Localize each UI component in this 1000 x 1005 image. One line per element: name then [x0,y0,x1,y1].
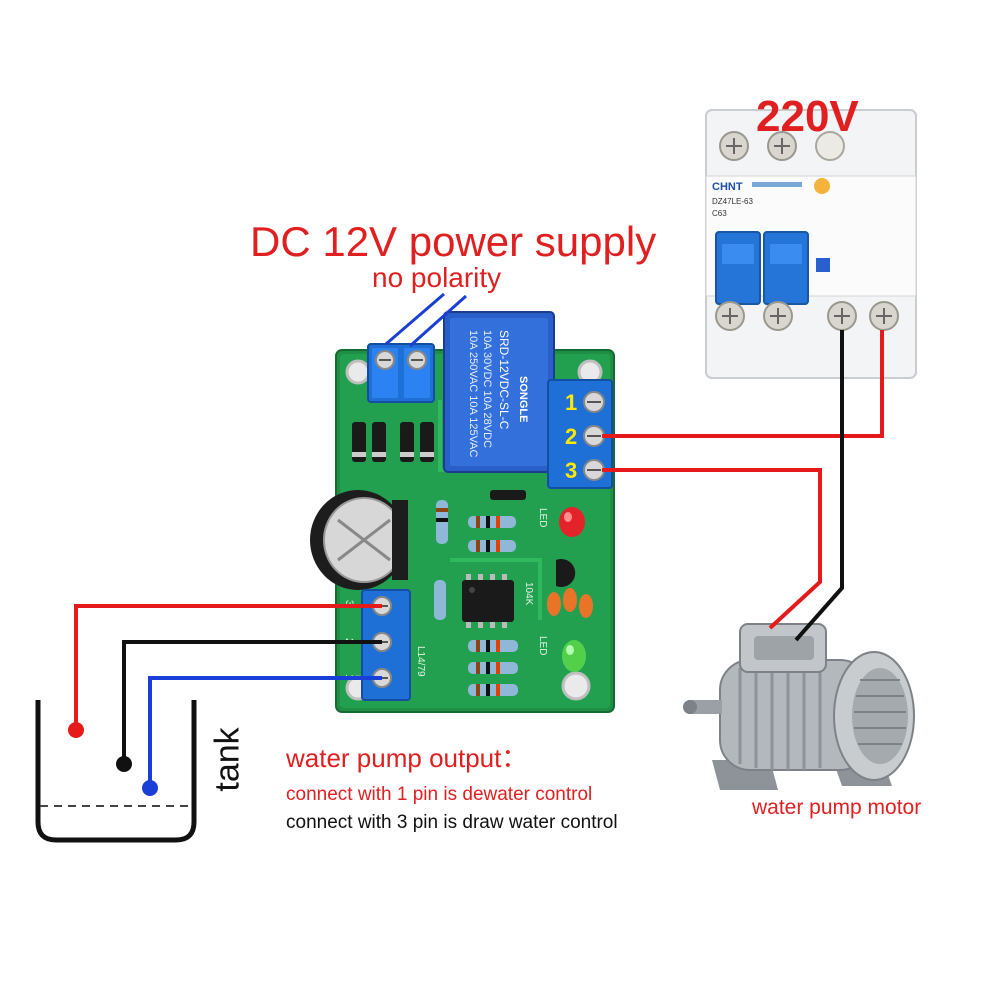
polarity-label: no polarity [372,262,502,293]
cap-code-label: 104K [523,582,534,606]
sensor-pin-3-label: 3 [343,600,355,606]
relay-brand: SONGLE [517,376,529,422]
relay-output-terminal [547,379,613,489]
motor-label: water pump motor [752,796,922,819]
wires [74,292,884,786]
ceramic-capacitors: 104K [523,582,593,618]
transistor [556,559,576,587]
relay-rating-2: 10A 30VDC 10A 28VDC [481,330,493,448]
water-tank [35,700,197,843]
pump-output-pin3-note: connect with 3 pin is draw water control [286,812,618,833]
relay-rating-1: 10A 250VAC 10A 125VAC [467,330,479,457]
led-label-1: LED [537,508,548,527]
relay: 10A 250VAC 10A 125VAC 10A 30VDC 10A 28VD… [443,311,555,473]
power-supply-label: DC 12V power supply [250,218,657,265]
led-label-2: LED [537,636,548,655]
diodes [352,422,526,500]
pump-output-title: water pump output： [286,743,528,773]
tank-label: tank [208,727,247,792]
terminal-number-2: 2 [565,424,578,449]
capacitor [310,490,408,590]
red-led: LED [537,507,585,537]
breaker-model: DZ47LE-63 [712,197,753,206]
terminal-number-3: 3 [565,458,578,483]
pump-output-pin1-note: connect with 1 pin is dewater control [286,784,593,805]
pump-motor [683,623,915,790]
probe-tips [68,722,158,796]
mains-voltage-label: 220V [756,92,859,141]
terminal-number-1: 1 [565,390,578,415]
green-led: LED [537,636,586,672]
ic-chip [462,574,514,628]
resistors [434,500,518,696]
part-code-label: L14/79 [415,646,426,677]
power-terminal-block [367,343,435,403]
circuit-breaker: CHNT DZ47LE-63 C63 [705,109,917,379]
breaker-brand: CHNT [712,181,743,193]
relay-model: SRD-12VDC-SL-C [497,330,511,430]
breaker-rating: C63 [712,209,727,218]
